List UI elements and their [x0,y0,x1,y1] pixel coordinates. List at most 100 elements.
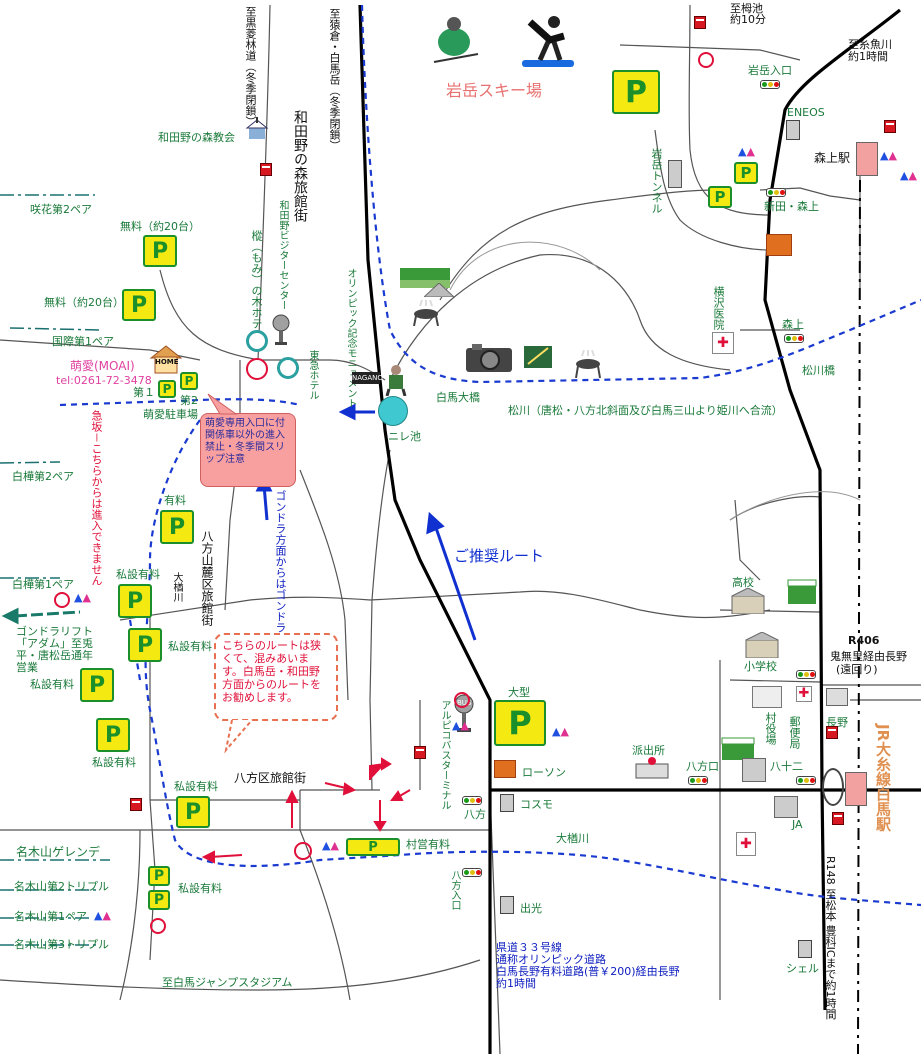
private-paid-b-label: 私設有料 [168,640,212,653]
post-box-icon [884,120,896,133]
parking-free-b: P [122,289,156,321]
large-parking-label: 大型 [508,686,530,699]
toilet-icon: ▲▲ [322,839,339,852]
visitor-center-label: 和田野ビジターセンター [277,200,288,310]
matsukawa-label: 松川（唐松・八方北斜面及び白馬三山より姫川へ合流） [508,404,783,417]
nakiyama-3triple-label: 名木山第3トリプル [14,938,109,951]
camera-icon [466,342,512,372]
onsen-icon [454,692,470,708]
to-sarukura-label: 至猿倉・白馬岳（冬季閉鎖） [328,8,341,151]
notice-pointer [207,393,238,415]
church-icon [245,117,269,139]
parking-shinden-a: P [734,162,758,184]
private-paid-f-label: 私設有料 [178,882,222,895]
ohashi-river-vertical: 大楢川 [171,572,182,602]
toilet-icon: ▲▲ [452,719,469,732]
bank-icon [742,758,766,782]
parking-free-a: P [143,235,177,267]
tunnel-icon [668,160,682,188]
tent-icon [422,282,456,298]
river-onarasu [144,419,921,907]
post-box-icon [694,16,706,29]
gas-station-icon [500,794,514,812]
village-paid-label: 村営有料 [406,838,450,851]
parking-private-e: P [176,796,210,828]
gas-station-icon [786,120,800,140]
olympic-road-label: 通称オリンピック道路 [496,953,606,966]
convenience-store-icon [766,234,792,256]
station-roundabout [822,768,844,806]
to-jump-stadium-label: 至白馬ジャンプスタジアム [162,976,293,989]
moriue-label: 森上 [782,318,804,331]
convenience-store-icon [494,760,516,778]
r148-label: R148 至松本 豊科ICまで約1時間 [824,856,837,1020]
parking-moai-first: P [158,380,176,398]
toilet-icon: ▲▲ [552,725,569,738]
cosmo-label: コスモ [520,798,553,811]
village-office-icon [752,686,782,708]
toilet-icon: ▲▲ [900,169,917,182]
nakiyama-1pair-label: 名木山第1ペア [14,910,87,923]
moai-first-label: 第１ [133,386,155,399]
moai-name-label: 萌愛(MOAI) [70,359,135,373]
parking-moai-second: P [180,372,198,390]
gondola-note-label: ゴンドラ方面からはゴンドラ前を右折 [274,490,287,677]
rail-oito-line [857,179,861,1054]
moriue-station-building [856,142,878,176]
home-icon: HOME [149,344,183,374]
post-office-label: 郵便局 [788,716,801,749]
bank-icon [826,688,848,706]
traffic-signal-icon [766,188,786,197]
kinasa-label: 鬼無里経由長野 [830,650,907,663]
alternative-route-note: こちらのルートは狭くて、混みあいます。白馬岳・和田野方面からのルートをお勧めしま… [214,633,338,721]
happo-label: 八方 [464,808,486,821]
post-box-icon [260,163,272,176]
to-tsugaike-label: 至栂池 [730,2,763,15]
traffic-signal-icon [462,868,482,877]
traffic-signal-icon [784,334,804,343]
traffic-signal-icon [760,80,780,89]
hakuba-station-building [845,772,867,806]
wadano-ryokan-label: 和田野の森旅館街 [292,110,308,222]
bbq-icon [412,299,440,327]
traffic-signal-icon [796,776,816,785]
traffic-signal-icon [688,776,708,785]
free-parking-a-label: 無料（約20台） [120,220,200,233]
river-matsukawa [360,4,921,384]
hospital-icon: ✚ [796,686,812,702]
private-paid-a-label: 私設有料 [116,568,160,581]
supermarket-icon [786,578,818,606]
hachijuni-label: 八十二 [770,760,803,773]
about-10min-label: 約10分 [730,13,766,26]
hotel-icon [277,357,299,379]
trees-icon [400,260,450,290]
notice-box: 萌愛専用入口に付関係車以外の進入禁止・冬季間スリップ注意 [200,413,296,487]
parking-private-c: P [80,668,114,702]
onsen-icon [294,842,312,860]
parking-large: P [494,700,546,746]
parking-paid-a: P [160,510,194,544]
sakka-2pair-label: 咲花第2ペア [30,203,92,216]
nire-pond-label: ニレ池 [388,430,421,443]
onsen-icon [54,592,70,608]
nire-pond-shape [378,396,408,426]
onsen-icon [698,52,714,68]
supermarket-icon [720,736,756,760]
toilet-icon: ▲▲ [880,149,897,162]
moai-second-label: 第2 [180,394,198,407]
yokosawa-clinic-label: 横沢医院 [712,286,725,330]
private-paid-d-label: 私設有料 [92,756,136,769]
parking-private-d: P [96,718,130,752]
parking-iwatake: P [612,70,660,114]
moriue-station-label: 森上駅 [814,151,851,165]
skier-icon [432,14,480,64]
hotel-icon [246,330,268,352]
parking-private-a: P [118,584,152,618]
shinden-moriue-label: 新田・森上 [764,200,819,213]
onsen-icon [246,358,268,380]
shirakaba-2pair-label: 白樺第2ペア [12,470,74,483]
nakiyama-gelande-label: 名木山ゲレンデ [16,845,101,859]
parking-shinden-b: P [708,186,732,208]
to-kurohishi-label: 至黒菱林道（冬季閉鎖） [244,6,257,127]
